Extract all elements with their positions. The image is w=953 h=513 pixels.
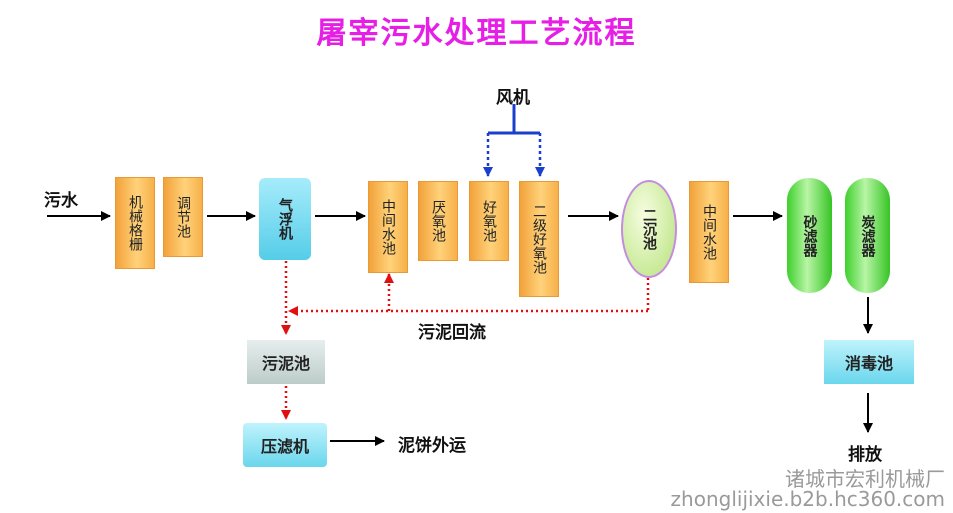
sand-filter-capsule: 砂滤器 (787, 178, 832, 293)
intermediate-tank-2-box: 中间水池 (689, 181, 729, 283)
secondary-aerobic-tank-box: 二级好氧池 (519, 181, 559, 297)
disinfection-tank-box: 消毒池 (824, 340, 914, 384)
sludge-return-label: 污泥回流 (418, 318, 486, 343)
anoxic-tank-box: 厌氧池 (418, 181, 458, 261)
air-supply-lines (488, 104, 540, 176)
watermark-url: zhonglijixie.b2b.hc360.com (671, 487, 945, 511)
secondary-clarifier-oval: 二沉池 (621, 180, 677, 278)
sludge-tank-box: 污泥池 (247, 340, 325, 384)
filter-press-box: 压滤机 (243, 423, 327, 467)
air-flotation-box: 气浮机 (259, 178, 311, 260)
carbon-filter-capsule: 炭滤器 (845, 178, 890, 293)
aerobic-tank-box: 好氧池 (469, 181, 509, 261)
sludge-cake-label: 泥饼外运 (398, 431, 466, 456)
equalization-tank-box: 调节池 (163, 177, 203, 257)
intermediate-tank-1-box: 中间水池 (368, 181, 408, 273)
sewage-input-label: 污水 (44, 186, 78, 211)
blower-label: 风机 (496, 83, 530, 108)
discharge-label: 排放 (848, 440, 882, 465)
mechanical-screen-box: 机械格栅 (115, 177, 155, 269)
